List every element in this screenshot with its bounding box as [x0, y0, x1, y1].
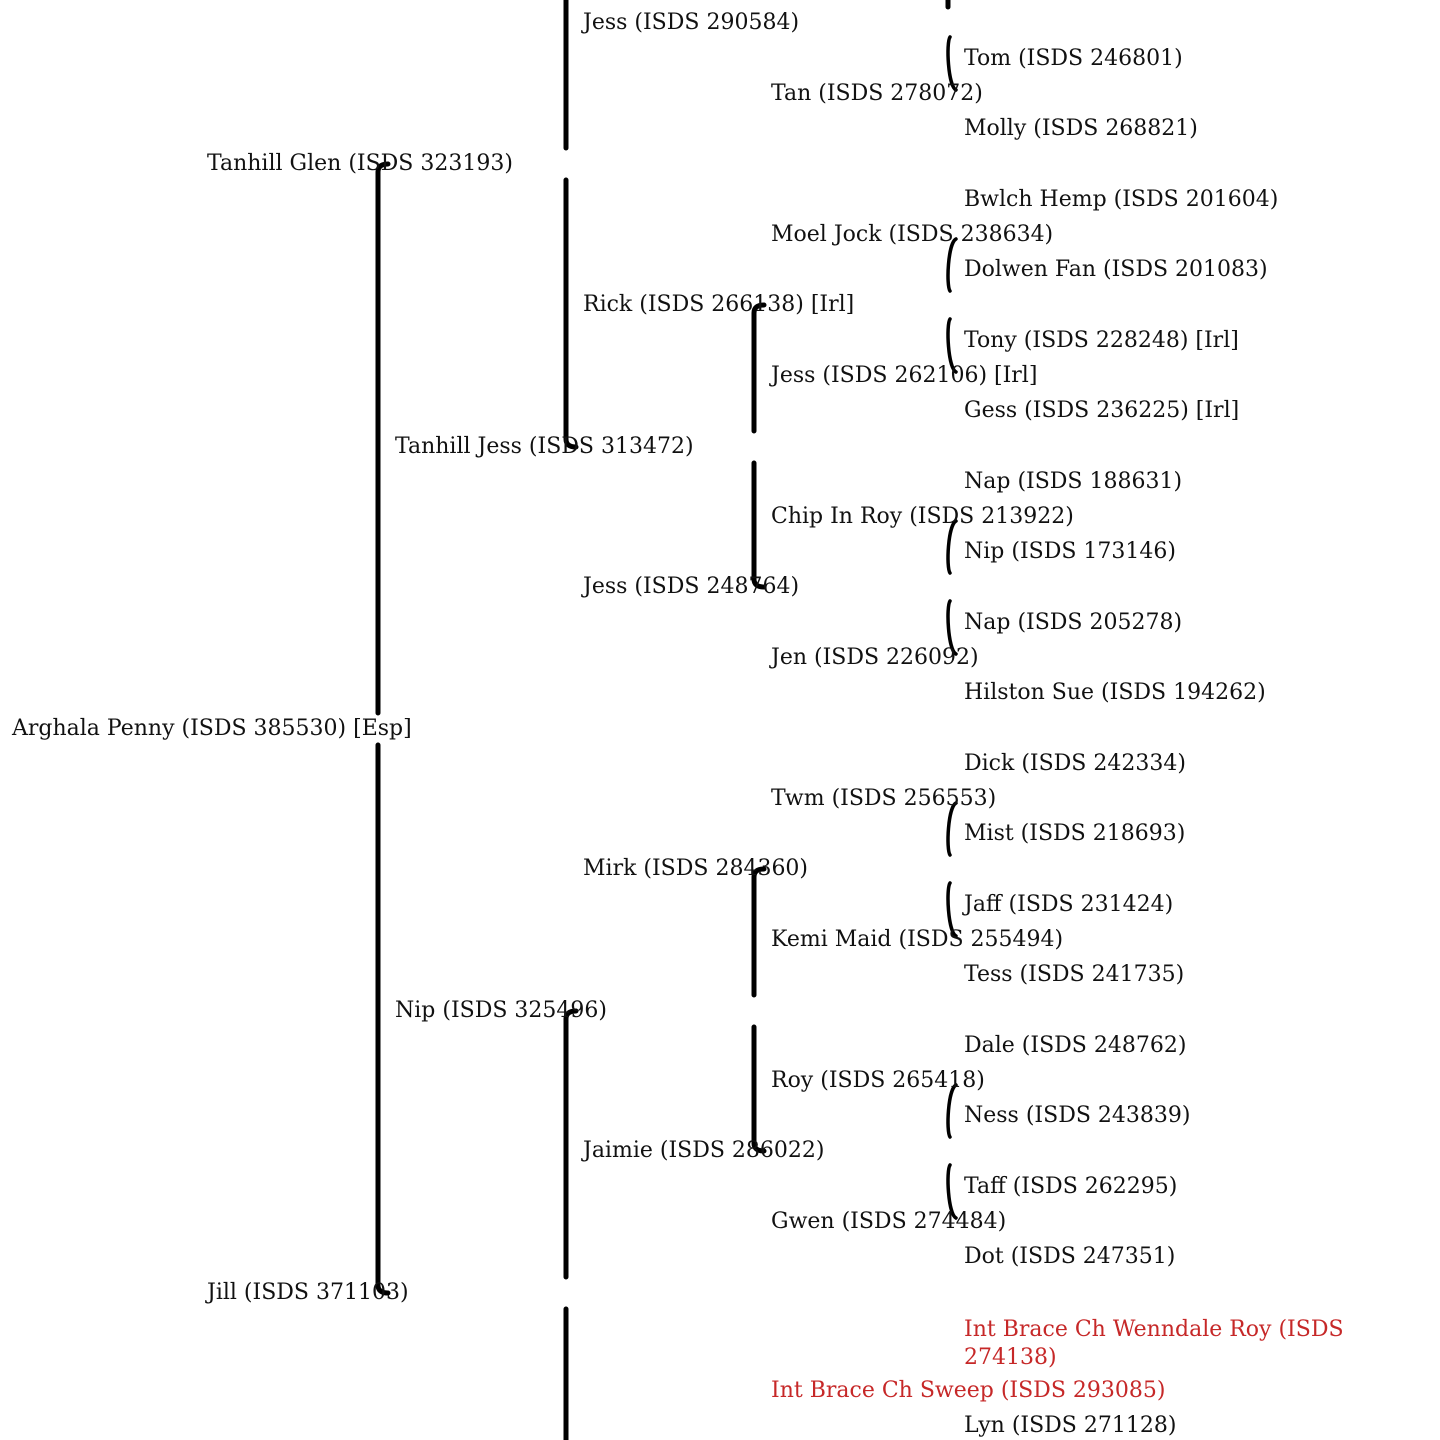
- pedigree-dog-g3d: Jess (ISDS 248764): [583, 574, 800, 599]
- pedigree-dog-g4g: Chip In Roy (ISDS 213922): [771, 504, 1074, 529]
- pedigree-dog-g3f: Jaimie (ISDS 286022): [583, 1138, 825, 1163]
- pedigree-dog-g3c: Rick (ISDS 266138) [Irl]: [583, 292, 855, 317]
- brace-g3d-g4g: [946, 519, 958, 575]
- brace-g3f-g4k: [946, 1083, 958, 1139]
- brace-g2c-g3f: [751, 1024, 767, 1154]
- brace-g2c-g3e: [751, 866, 767, 998]
- brace-g3f-g4l: [946, 1163, 958, 1220]
- brace-g3e-g4j: [946, 881, 958, 938]
- brace-g2b-g3c: [751, 302, 767, 434]
- pedigree-dog-g5c: Bwlch Hemp (ISDS 201604): [964, 187, 1279, 212]
- brace-g3c-g4f: [946, 317, 958, 374]
- pedigree-dog-g5d: Dolwen Fan (ISDS 201083): [964, 257, 1268, 282]
- brace-g1a-g2b: [563, 177, 579, 450]
- pedigree-dog-g5m: Jaff (ISDS 231424): [964, 892, 1174, 917]
- pedigree-dog-g4j: Kemi Maid (ISDS 255494): [771, 927, 1064, 952]
- pedigree-root-dog: Arghala Penny (ISDS 385530) [Esp]: [12, 716, 412, 741]
- pedigree-dog-g3e: Mirk (ISDS 284360): [583, 856, 809, 881]
- pedigree-dog-g1b: Jill (ISDS 371103): [207, 1280, 409, 1305]
- brace-g3d-g4h: [946, 599, 958, 656]
- pedigree-dog-g5g: Nap (ISDS 188631): [964, 469, 1183, 494]
- pedigree-dog-g5k: Dick (ISDS 242334): [964, 751, 1186, 776]
- pedigree-dog-g1a: Tanhill Glen (ISDS 323193): [207, 151, 513, 176]
- pedigree-dog-g4d: Tan (ISDS 278072): [771, 81, 983, 106]
- pedigree-dog-g4k: Roy (ISDS 265418): [771, 1068, 985, 1093]
- pedigree-dog-g5s: Int Brace Ch Wenndale Roy (ISDS 274138): [964, 1317, 1344, 1370]
- brace-g3e-g4i: [946, 801, 958, 857]
- pedigree-dog-g5n: Tess (ISDS 241735): [964, 962, 1185, 987]
- pedigree-dog-g5l: Mist (ISDS 218693): [964, 821, 1186, 846]
- brace-root-g1b: [375, 742, 391, 1296]
- brace-g3c-g4e: [946, 237, 958, 293]
- pedigree-dog-g2c: Nip (ISDS 325496): [395, 998, 607, 1023]
- pedigree-dog-g5j: Hilston Sue (ISDS 194262): [964, 680, 1266, 705]
- brace-g1b-g2c: [563, 1008, 579, 1280]
- brace-g3b-g4d: [946, 35, 958, 92]
- pedigree-dog-g5i: Nap (ISDS 205278): [964, 610, 1183, 635]
- pedigree-dog-g4i: Twm (ISDS 256553): [771, 786, 997, 811]
- brace-g2b-g3d: [751, 460, 767, 590]
- pedigree-dog-g4h: Jen (ISDS 226092): [771, 645, 979, 670]
- pedigree-dog-g4m: Int Brace Ch Sweep (ISDS 293085): [771, 1378, 1166, 1403]
- pedigree-dog-g5q: Taff (ISDS 262295): [964, 1174, 1178, 1199]
- pedigree-dog-g5f: Gess (ISDS 236225) [Irl]: [964, 398, 1240, 423]
- pedigree-dog-g5b: Molly (ISDS 268821): [964, 116, 1198, 141]
- pedigree-dog-g4f: Jess (ISDS 262106) [Irl]: [771, 363, 1038, 388]
- pedigree-dog-g4l: Gwen (ISDS 274484): [771, 1209, 1007, 1234]
- pedigree-dog-g3b: Jess (ISDS 290584): [583, 10, 800, 35]
- pedigree-dog-g5r: Dot (ISDS 247351): [964, 1244, 1176, 1269]
- brace-root-g1a: [375, 161, 391, 716]
- pedigree-dog-g5t: Lyn (ISDS 271128): [964, 1413, 1177, 1438]
- pedigree-dog-g4e: Moel Jock (ISDS 238634): [771, 222, 1054, 247]
- pedigree-dog-g5e: Tony (ISDS 228248) [Irl]: [964, 328, 1239, 353]
- pedigree-dog-g5o: Dale (ISDS 248762): [964, 1033, 1187, 1058]
- pedigree-dog-g5p: Ness (ISDS 243839): [964, 1103, 1191, 1128]
- pedigree-dog-g5h: Nip (ISDS 173146): [964, 539, 1176, 564]
- pedigree-dog-g5a: Tom (ISDS 246801): [964, 46, 1183, 71]
- pedigree-dog-g2b: Tanhill Jess (ISDS 313472): [395, 434, 694, 459]
